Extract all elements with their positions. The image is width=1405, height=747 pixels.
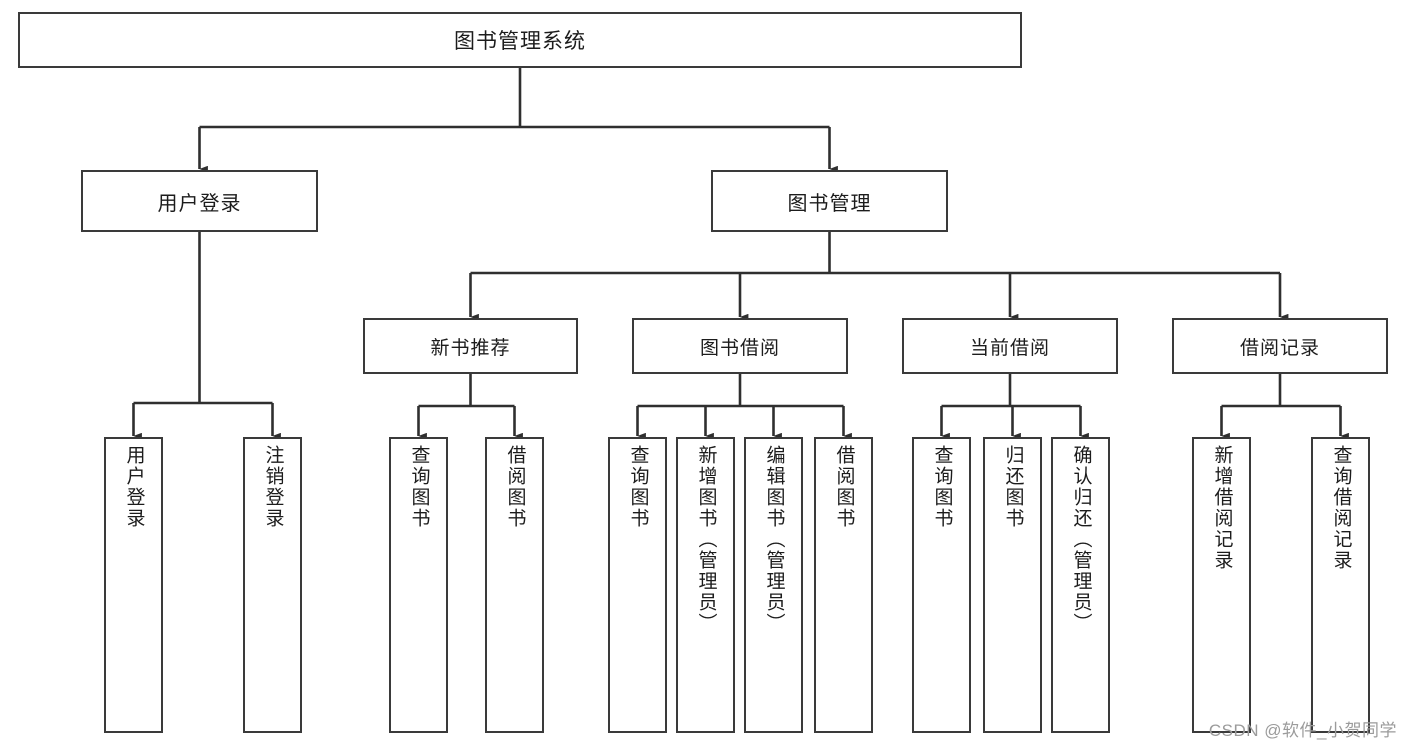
node-label: 图书管理	[787, 192, 872, 215]
node-borrow-record[interactable]: 借阅记录	[1172, 318, 1388, 374]
node-label: 图书管理系统	[454, 30, 586, 53]
node-label: 借阅图书	[504, 445, 526, 529]
node-leaf-return-book[interactable]: 归还图书	[983, 437, 1042, 733]
node-leaf-borrow-book-2[interactable]: 借阅图书	[814, 437, 873, 733]
node-label: 借阅图书	[833, 445, 855, 529]
node-label: 新增借阅记录	[1211, 445, 1233, 571]
node-label: 当前借阅	[969, 337, 1050, 359]
node-label: 注销登录	[262, 445, 284, 529]
node-leaf-confirm-return-admin[interactable]: 确认归还（管理员）	[1051, 437, 1110, 733]
node-label: 编辑图书（管理员）	[763, 445, 785, 634]
node-leaf-query-borrow-record[interactable]: 查询借阅记录	[1311, 437, 1370, 733]
node-book-manage[interactable]: 图书管理	[711, 170, 948, 232]
node-label: 用户登录	[157, 192, 242, 215]
node-root-system[interactable]: 图书管理系统	[18, 12, 1022, 68]
node-leaf-logout-login[interactable]: 注销登录	[243, 437, 302, 733]
node-label: 查询图书	[931, 445, 953, 529]
node-current-borrow[interactable]: 当前借阅	[902, 318, 1118, 374]
node-leaf-add-borrow-record[interactable]: 新增借阅记录	[1192, 437, 1251, 733]
node-label: 查询借阅记录	[1330, 445, 1352, 571]
node-book-borrow[interactable]: 图书借阅	[632, 318, 848, 374]
node-user-login[interactable]: 用户登录	[81, 170, 318, 232]
node-label: 查询图书	[408, 445, 430, 529]
node-leaf-query-book-1[interactable]: 查询图书	[389, 437, 448, 733]
watermark-text: CSDN @软件_小贺同学	[1208, 721, 1397, 740]
node-new-book-recommend[interactable]: 新书推荐	[363, 318, 578, 374]
node-label: 查询图书	[627, 445, 649, 529]
node-label: 归还图书	[1002, 445, 1024, 529]
node-leaf-add-book-admin[interactable]: 新增图书（管理员）	[676, 437, 735, 733]
node-label: 新书推荐	[430, 337, 511, 359]
node-leaf-query-book-2[interactable]: 查询图书	[608, 437, 667, 733]
node-label: 借阅记录	[1239, 337, 1320, 359]
node-label: 图书借阅	[699, 337, 780, 359]
connector-edges	[132, 68, 1349, 440]
node-leaf-edit-book-admin[interactable]: 编辑图书（管理员）	[744, 437, 803, 733]
node-leaf-borrow-book-1[interactable]: 借阅图书	[485, 437, 544, 733]
node-leaf-user-login[interactable]: 用户登录	[104, 437, 163, 733]
node-label: 新增图书（管理员）	[695, 445, 717, 634]
node-leaf-query-book-3[interactable]: 查询图书	[912, 437, 971, 733]
node-label: 确认归还（管理员）	[1070, 445, 1092, 634]
node-label: 用户登录	[123, 445, 145, 529]
